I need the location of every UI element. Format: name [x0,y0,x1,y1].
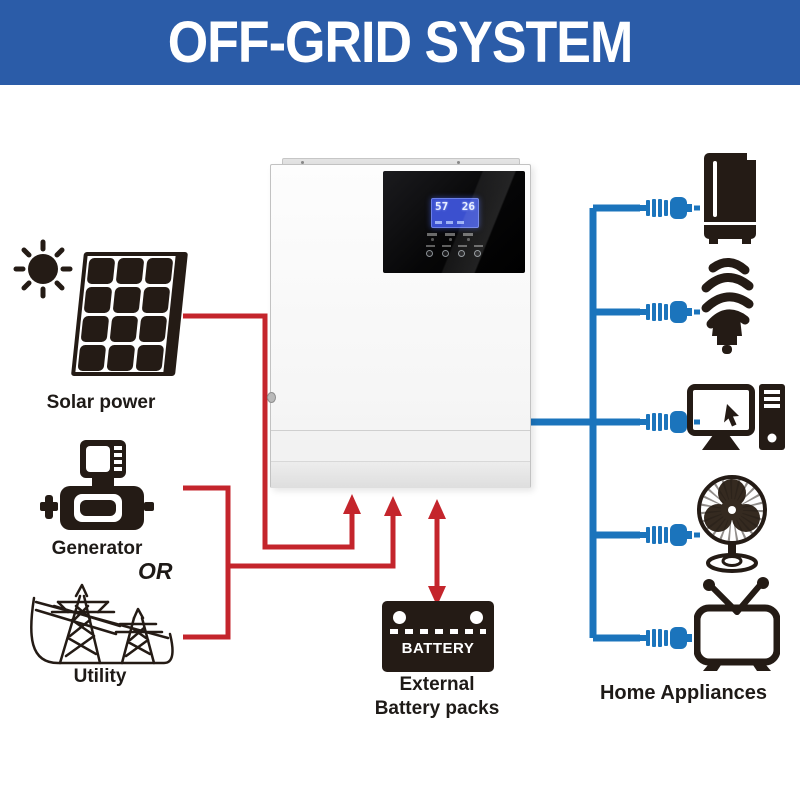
inverter-seam [271,461,530,462]
inverter-base [271,462,530,488]
arrow-up-ac-icon [384,496,402,516]
panel-button [458,250,465,257]
or-label: OR [138,558,173,584]
inverter-lower-band [271,431,530,461]
panel-button [474,250,481,257]
page-title: OFF-GRID SYSTEM [167,10,634,75]
inverter-device: 57 26 [270,164,531,488]
battery-icon-label: BATTERY [401,640,475,657]
panel-button [426,250,433,257]
lcd-left-value: 57 [435,200,449,213]
inverter-side-knob [267,392,276,403]
cfl-bulb-icon [701,258,754,354]
ac-input-line [228,515,396,569]
button-label [474,245,483,247]
electric-fan-icon [697,475,767,573]
battery-label-line2: Battery packs [374,698,500,719]
panel-button [442,250,449,257]
screw-icon [457,161,460,164]
arrow-up-battery-icon [428,499,446,519]
generator-icon [40,440,154,530]
header-banner: OFF-GRID SYSTEM [0,0,800,85]
battery-dash-line [390,629,486,634]
desktop-computer-icon [687,384,785,450]
battery-label-line1: External [399,674,475,695]
screw-icon [301,161,304,164]
battery-icon: BATTERY [382,601,494,672]
solar-power-label: Solar power [46,392,156,413]
inverter-control-panel: 57 26 [383,171,525,273]
inverter-lcd-screen: 57 26 [431,198,479,228]
battery-terminal [470,611,483,624]
load-connections [531,204,640,642]
lcd-status-icons [435,221,464,224]
solar-panel-icon [71,252,188,376]
lcd-right-value: 26 [461,200,475,213]
sun-icon [13,239,73,299]
plug-icon [637,301,700,323]
home-appliances-label: Home Appliances [599,682,768,704]
utility-icon [29,583,174,665]
generator-label: Generator [51,538,143,559]
utility-label: Utility [73,666,127,687]
inverter-mount-tab [282,158,520,165]
generator-utility-line [183,485,231,640]
television-icon [694,577,780,671]
button-label [458,245,467,247]
plug-icon [637,197,700,219]
battery-terminal [393,611,406,624]
button-label [442,245,451,247]
button-label [426,245,435,247]
plug-icon [637,627,700,649]
refrigerator-icon [704,152,757,244]
arrow-up-solar-icon [343,494,361,514]
inverter-seam [271,430,530,431]
